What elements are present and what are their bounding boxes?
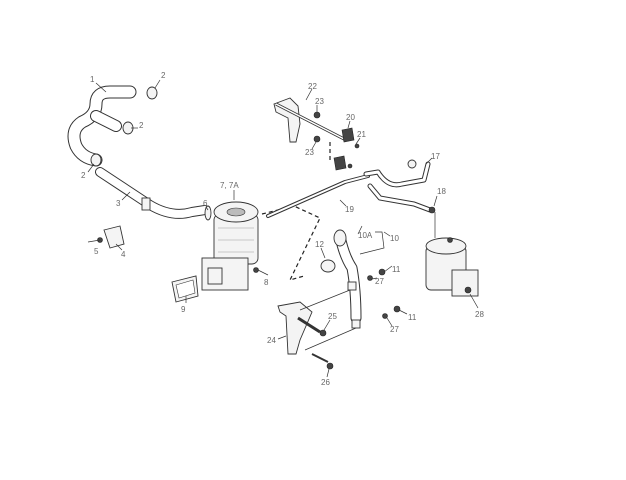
pipe-3 [95,167,210,219]
pipe-10 [320,229,362,329]
callout-1: 1 [90,75,95,84]
callout-5: 5 [94,247,99,256]
fasteners-11-27 [367,268,401,319]
callout-28: 28 [475,310,484,319]
callout-3: 3 [116,199,121,208]
callout-23: 23 [315,97,324,106]
callout-23: 23 [305,148,314,157]
leader-lines [87,79,479,378]
callout-10: 10 [390,234,399,243]
callout-9: 9 [181,305,186,314]
filter-7 [201,201,269,291]
tube-17 [363,159,436,238]
callout-11: 11 [408,313,417,322]
callout-2: 2 [81,171,86,180]
bracket-22 [273,97,360,171]
callout-12: 12 [315,240,324,249]
hose-1 [67,85,137,167]
callout-26: 26 [321,378,330,387]
callout-2: 2 [139,121,144,130]
callout-10a: 10A [358,231,373,240]
callout-11: 11 [392,265,401,274]
callout-25: 25 [328,312,337,321]
callout-2: 2 [161,71,166,80]
dashed-link [261,205,321,281]
callout-4: 4 [121,250,126,259]
pump-28 [425,237,479,297]
callout-27: 27 [375,277,384,286]
callout-labels: 1 2 2 2 3 4 5 6 7, 7A 8 9 10A 10 11 11 1… [81,71,484,387]
callout-6: 6 [203,199,208,208]
tube-19 [266,174,370,218]
callout-18: 18 [437,187,446,196]
callout-27: 27 [390,325,399,334]
bracket-4 [87,225,125,249]
callout-22: 22 [308,82,317,91]
callout-19: 19 [345,205,354,214]
callout-8: 8 [264,278,269,287]
callout-21: 21 [357,130,366,139]
callout-24: 24 [267,336,276,345]
callout-17: 17 [431,152,440,161]
callout-7-7a: 7, 7A [220,181,239,190]
callout-20: 20 [346,113,355,122]
gasket-6 [204,205,212,221]
bracket-24 [277,289,357,370]
